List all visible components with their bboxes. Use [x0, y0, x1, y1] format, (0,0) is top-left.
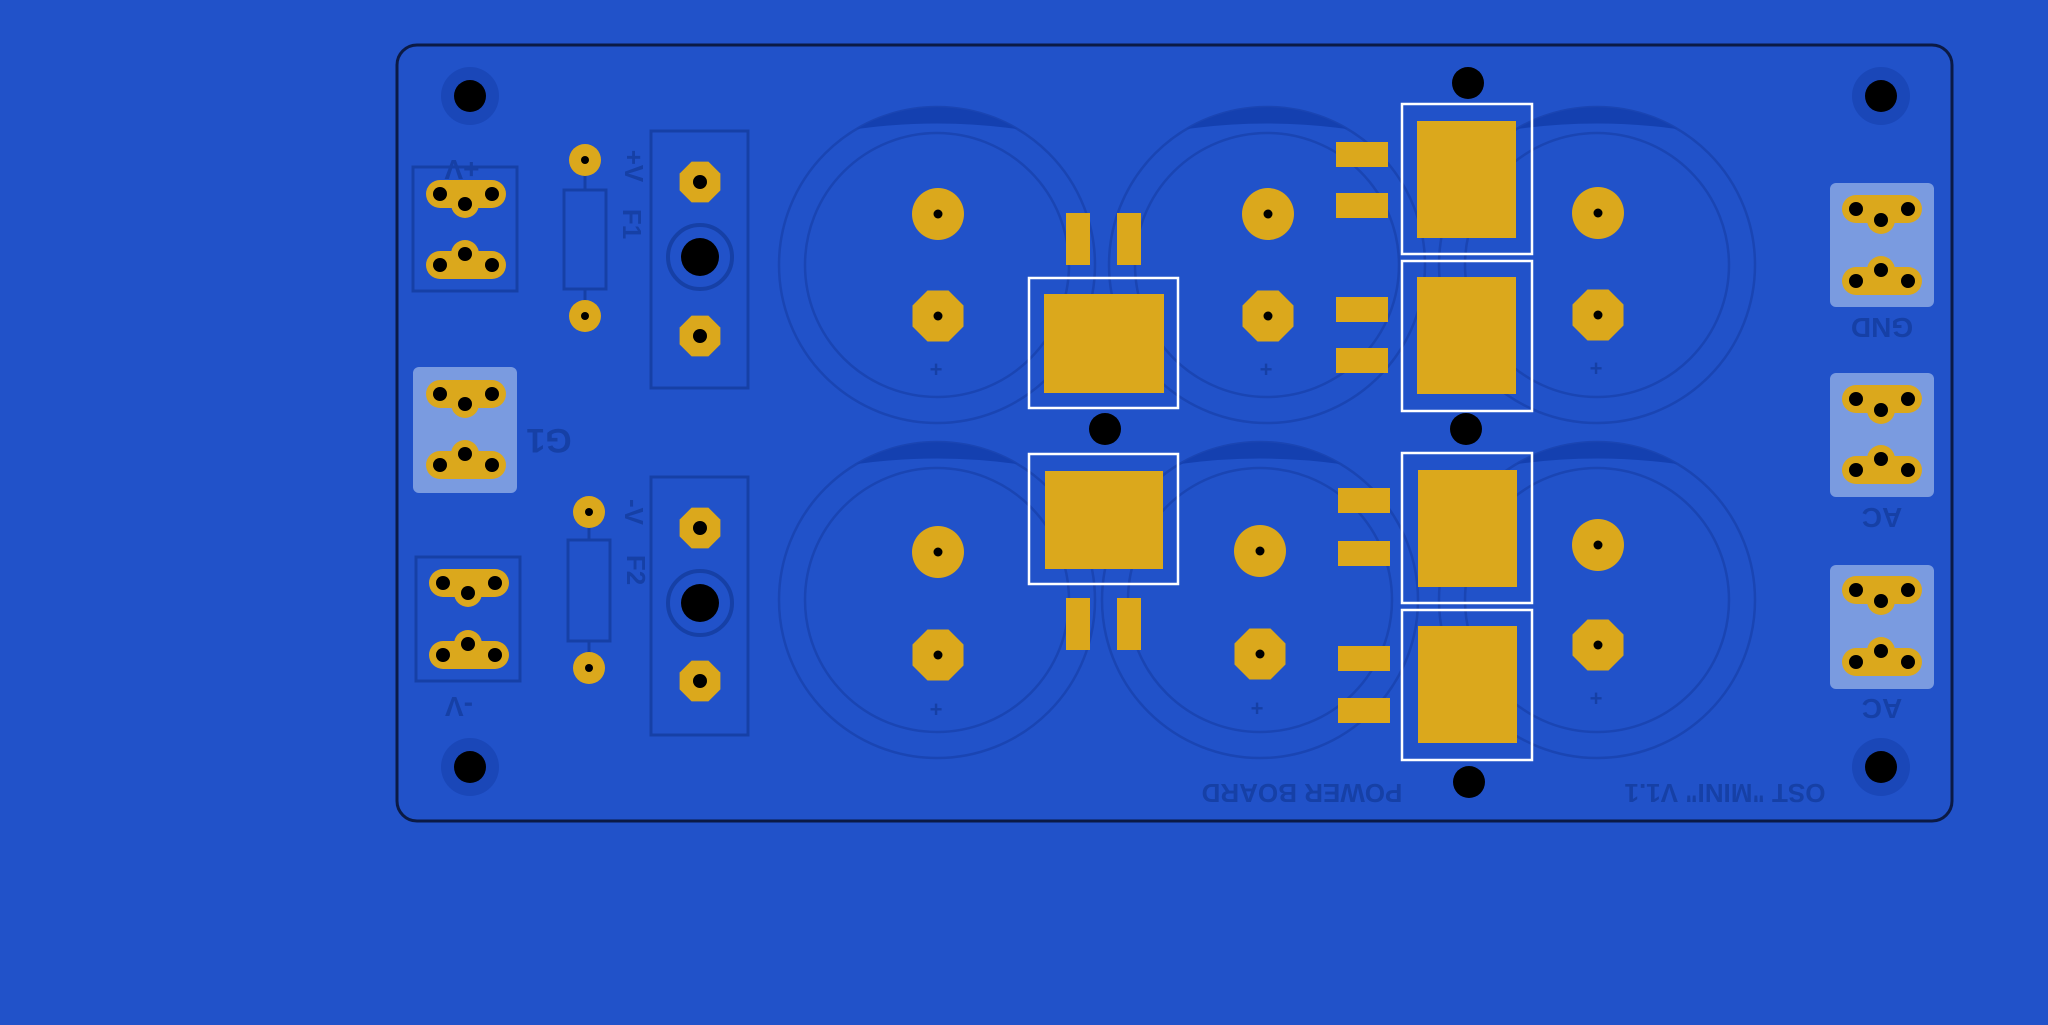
gnd-label: GND	[1851, 312, 1913, 343]
reg-v-minus-label: -V	[619, 499, 649, 526]
ac-bottom-label: AC	[1862, 693, 1902, 724]
fuse-f1	[562, 144, 608, 332]
cap-plus-label: +	[1251, 696, 1264, 721]
capacitor-polarity-marks	[857, 107, 1677, 464]
capacitor-drill-holes	[933, 208, 1603, 660]
mounting-hole	[441, 738, 499, 796]
mounting-holes	[441, 67, 1910, 796]
gnd-connector	[1830, 183, 1934, 307]
v-minus-label: -V	[445, 691, 473, 722]
fuse-f2	[566, 496, 612, 684]
cap-plus-label: +	[1260, 357, 1273, 382]
board-subtitle: POWER BOARD	[1202, 778, 1403, 808]
mounting-hole	[1852, 67, 1910, 125]
v-plus-label: +V	[444, 154, 479, 185]
reg-v-plus-label: +V	[619, 150, 649, 183]
board-outline	[395, 43, 1954, 823]
f1-label: F1	[617, 209, 647, 239]
cap-plus-label: +	[1590, 356, 1603, 381]
terminal-block-minus	[649, 475, 750, 737]
v-plus-connector	[411, 165, 519, 293]
board-title: OST "MINI" V1.1	[1625, 778, 1826, 808]
cap-plus-label: +	[1590, 686, 1603, 711]
g1-label: G1	[526, 421, 571, 459]
smd-diode-footprints	[1027, 102, 1534, 762]
f2-label: F2	[621, 555, 651, 585]
mounting-hole	[1852, 738, 1910, 796]
capacitor-polarity-labels: + + + + + +	[930, 356, 1603, 722]
ac-connector-bottom	[1830, 565, 1934, 689]
mounting-hole	[441, 67, 499, 125]
cap-plus-label: +	[930, 697, 943, 722]
vias	[1089, 67, 1485, 798]
ac-top-label: AC	[1862, 502, 1902, 533]
ac-connector-top	[1830, 373, 1934, 497]
v-minus-connector	[414, 555, 522, 683]
cap-plus-label: +	[930, 357, 943, 382]
g1-connector	[413, 367, 517, 493]
terminal-block-plus	[649, 129, 750, 390]
